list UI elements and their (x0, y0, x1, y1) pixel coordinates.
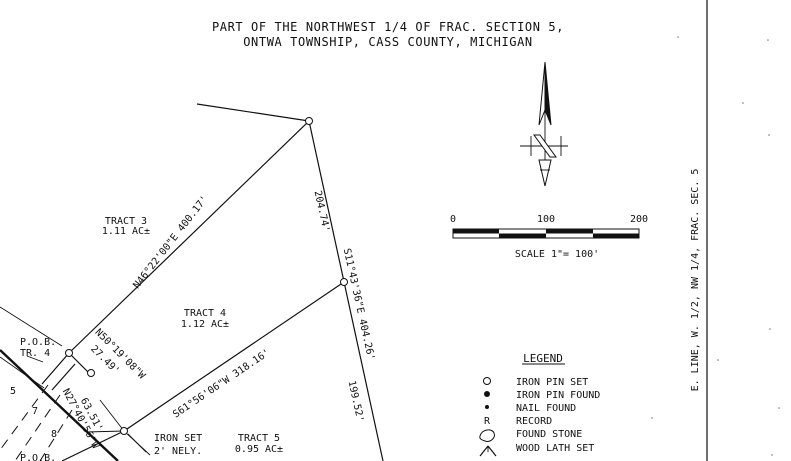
tract3-name: TRACT 3 (105, 216, 147, 227)
plat-title-line1: PART OF THE NORTHWEST 1/4 OF FRAC. SECTI… (212, 20, 564, 34)
nail-found-icon (485, 405, 489, 409)
legend-title: LEGEND (523, 352, 563, 365)
scale-label: SCALE 1"= 100' (515, 249, 599, 260)
scan-specks (651, 36, 780, 456)
iron-set-note-line2: 2' NELY. (154, 446, 202, 457)
found-stone-icon (479, 429, 495, 442)
scale-tick-100: 100 (537, 214, 555, 225)
pob-tr4-line2: TR. 4 (20, 348, 50, 359)
legend-label: WOOD LATH SET (516, 443, 594, 454)
legend-label: NAIL FOUND (516, 403, 576, 414)
iron-pin-set-icon (483, 377, 491, 385)
east-bearing: S11°43'36"E 404.26' (341, 247, 376, 361)
scale-bar: 0 100 200 SCALE 1"= 100' (450, 214, 648, 260)
tract5-area: 0.95 AC± (235, 444, 283, 455)
pob-bottom: P.O.B. (20, 453, 56, 461)
legend-label: RECORD (516, 416, 552, 427)
iron-pin-set-icon (305, 117, 313, 125)
legend-label: IRON PIN FOUND (516, 390, 600, 401)
section-line-label: E. LINE, W. 1/2, NW 1/4, FRAC. SEC. 5 (690, 169, 701, 392)
lot-5-label: 5 (10, 386, 16, 397)
tract-boundaries (0, 103, 384, 461)
legend-label: IRON PIN SET (516, 377, 588, 388)
iron-pin-set-icon (120, 427, 128, 435)
tract3-area: 1.11 AC± (102, 226, 150, 237)
tract5-name: TRACT 5 (238, 433, 280, 444)
lot-8-label: 8 (51, 429, 57, 440)
east-lower-distance: 199.52' (346, 380, 366, 424)
north-arrow-icon (520, 61, 568, 187)
iron-pin-set-icon (340, 278, 348, 286)
lot-7-label: 7 (32, 406, 38, 417)
record-symbol: R (484, 416, 491, 427)
south-line-course: S61°56'06"W 318.16' (171, 347, 272, 420)
legend-label: FOUND STONE (516, 429, 582, 440)
legend: LEGEND IRON PIN SET IRON PIN FOUND NAIL … (479, 352, 600, 457)
iron-pin-set-icon (87, 369, 95, 377)
plat-title-line2: ONTWA TOWNSHIP, CASS COUNTY, MICHIGAN (243, 35, 533, 49)
scale-tick-0: 0 (450, 214, 456, 225)
north-line-course: N46°22'00"E 400.17' (131, 194, 210, 291)
iron-pin-found-icon (484, 391, 490, 397)
tract4-area: 1.12 AC± (181, 319, 229, 330)
iron-pin-set-icon (65, 349, 73, 357)
iron-set-note-line1: IRON SET (154, 433, 202, 444)
tract4-name: TRACT 4 (184, 308, 226, 319)
pob-tr4-line1: P.O.B. (20, 337, 56, 348)
wood-lath-set-icon (479, 445, 497, 457)
scale-tick-200: 200 (630, 214, 648, 225)
